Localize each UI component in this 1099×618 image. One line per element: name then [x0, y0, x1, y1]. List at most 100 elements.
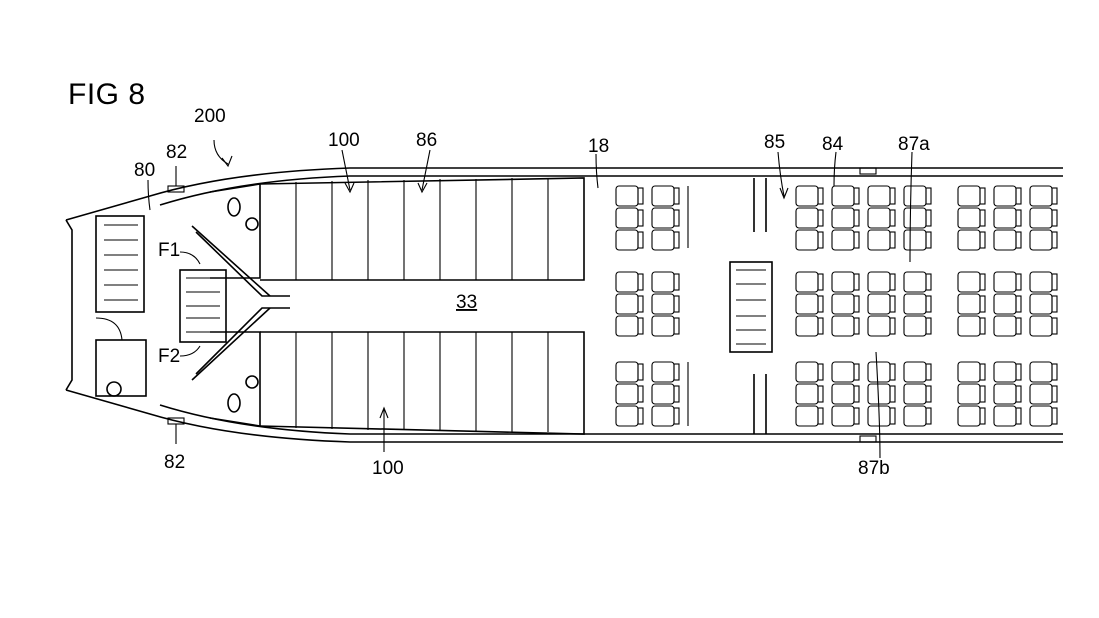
- seat: [957, 207, 986, 229]
- seat: [651, 383, 680, 405]
- seat: [615, 271, 644, 293]
- seat: [1029, 383, 1058, 405]
- seat: [795, 271, 824, 293]
- seat: [903, 229, 932, 251]
- seat: [867, 383, 896, 405]
- seat: [651, 229, 680, 251]
- seat: [957, 293, 986, 315]
- seat: [1029, 271, 1058, 293]
- seat: [831, 405, 860, 427]
- seat: [903, 405, 932, 427]
- seat: [615, 361, 644, 383]
- seat: [651, 185, 680, 207]
- label-18: 18: [588, 136, 609, 157]
- label-33: 33: [456, 292, 477, 313]
- seat: [795, 315, 824, 337]
- seat: [867, 271, 896, 293]
- galley-unit: [179, 269, 227, 343]
- seat: [993, 185, 1022, 207]
- cabin-dividers: [687, 178, 773, 434]
- seat: [957, 185, 986, 207]
- seat: [957, 271, 986, 293]
- passenger-seats: [615, 185, 1058, 427]
- seat: [993, 361, 1022, 383]
- label-86: 86: [416, 130, 437, 151]
- seat: [831, 229, 860, 251]
- seat: [651, 315, 680, 337]
- seat: [831, 293, 860, 315]
- figure-title: FIG 8: [68, 78, 146, 111]
- seat: [615, 207, 644, 229]
- seat: [957, 383, 986, 405]
- crew-rest-lower: [259, 331, 585, 435]
- seat: [993, 293, 1022, 315]
- seat: [993, 315, 1022, 337]
- seat: [993, 383, 1022, 405]
- seat: [957, 405, 986, 427]
- seat: [831, 185, 860, 207]
- label-84: 84: [822, 134, 844, 155]
- seat: [993, 271, 1022, 293]
- seat: [867, 207, 896, 229]
- seat: [795, 405, 824, 427]
- cockpit-area: [95, 215, 147, 397]
- seat: [903, 383, 932, 405]
- seat: [957, 361, 986, 383]
- seat: [903, 207, 932, 229]
- seat: [867, 315, 896, 337]
- seat: [615, 293, 644, 315]
- label-82-bottom: 82: [164, 452, 185, 473]
- seat: [1029, 361, 1058, 383]
- seat: [795, 361, 824, 383]
- label-100-top: 100: [328, 130, 360, 151]
- seat: [1029, 229, 1058, 251]
- label-85: 85: [764, 132, 785, 153]
- seat: [615, 315, 644, 337]
- lavatory-bottom: [209, 331, 261, 427]
- seat: [795, 185, 824, 207]
- seat: [651, 293, 680, 315]
- seat: [903, 293, 932, 315]
- seat: [651, 271, 680, 293]
- seat: [993, 207, 1022, 229]
- seat: [615, 383, 644, 405]
- seat: [867, 185, 896, 207]
- seat: [993, 229, 1022, 251]
- fuselage-outline: [65, 167, 1063, 443]
- label-80: 80: [134, 160, 155, 181]
- seat: [867, 229, 896, 251]
- seat: [957, 229, 986, 251]
- seat: [795, 229, 824, 251]
- seat: [831, 271, 860, 293]
- seat: [831, 383, 860, 405]
- seat: [1029, 293, 1058, 315]
- seat: [651, 207, 680, 229]
- seat: [957, 315, 986, 337]
- seat: [903, 185, 932, 207]
- seat: [615, 229, 644, 251]
- label-82-top: 82: [166, 142, 187, 163]
- seat: [615, 405, 644, 427]
- seat: [795, 207, 824, 229]
- label-f1: F1: [158, 240, 180, 261]
- leader-lines: [147, 139, 913, 459]
- seat: [831, 207, 860, 229]
- label-100-bottom: 100: [372, 458, 404, 479]
- seat: [867, 293, 896, 315]
- seat: [867, 405, 896, 427]
- seat: [795, 293, 824, 315]
- seat: [903, 361, 932, 383]
- lavatory-top: [209, 183, 261, 279]
- seat: [867, 361, 896, 383]
- seat: [831, 315, 860, 337]
- seat: [831, 361, 860, 383]
- seat: [1029, 207, 1058, 229]
- door-markers: [167, 167, 877, 443]
- access-paths: [191, 225, 290, 381]
- seat: [1029, 405, 1058, 427]
- seat: [651, 361, 680, 383]
- seat: [1029, 185, 1058, 207]
- crew-rest-upper: [259, 177, 585, 281]
